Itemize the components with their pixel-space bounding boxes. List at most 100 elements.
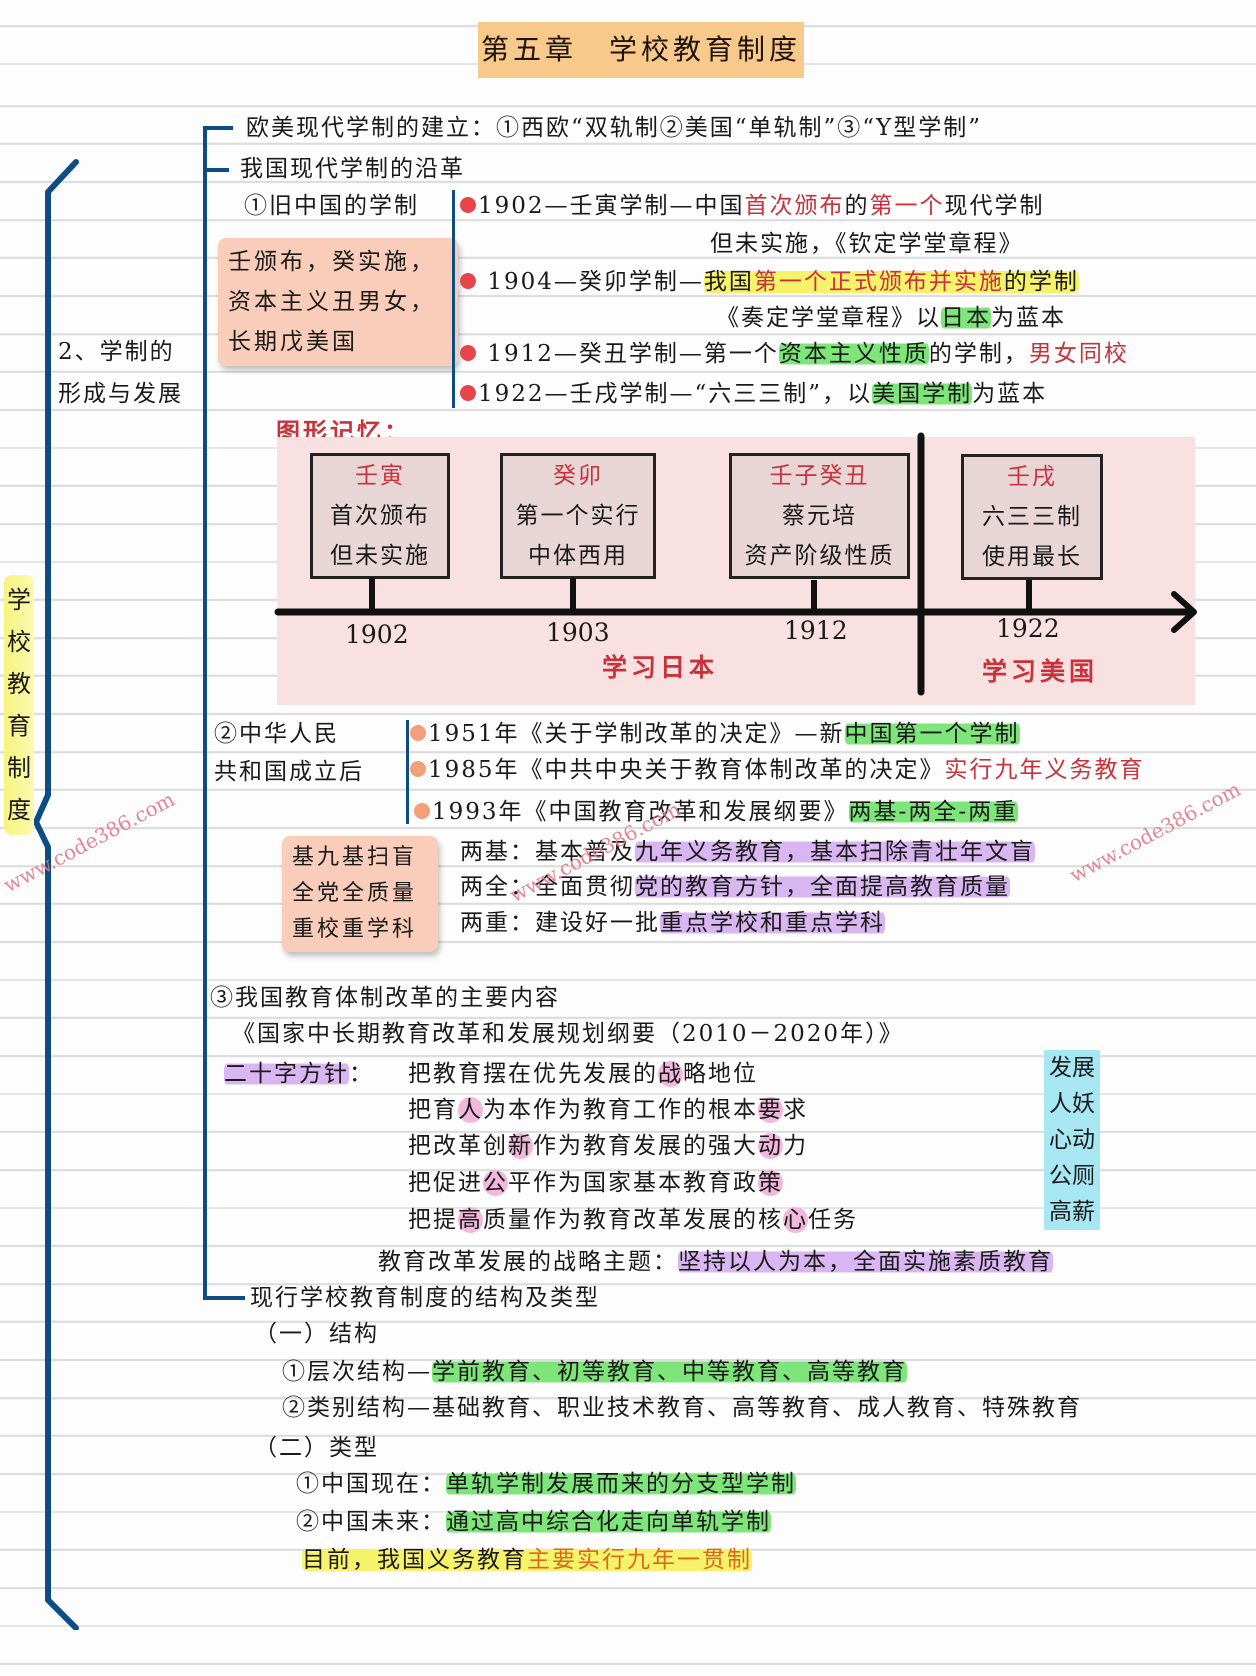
side-title: 学 校 教 育 制 度 bbox=[4, 575, 34, 835]
timeline-box-renyin: 壬寅 首次颁布 但未实施 bbox=[310, 453, 450, 579]
mnemonic-line: 重校重学科 bbox=[292, 917, 418, 942]
prc-detail-liangzhong: 两重：建设好一批重点学校和重点学科 bbox=[460, 907, 885, 939]
bullet-dot-icon bbox=[460, 273, 476, 289]
key-char: 高 bbox=[458, 1207, 483, 1233]
type-now: ①中国现在：单轨学制发展而来的分支型学制 bbox=[296, 1468, 796, 1500]
emphasis-text: 第一个 bbox=[869, 193, 945, 219]
structure-sub2: （二）类型 bbox=[254, 1435, 379, 1461]
text: ②中国未来： bbox=[296, 1509, 446, 1535]
timeline-box-guimao: 癸卯 第一个实行 中体西用 bbox=[500, 453, 656, 579]
prc-mnemonic-box: 基九基扫盲 全党全质量 重校重学科 bbox=[282, 836, 438, 952]
policy-line: 把教育摆在优先发展的战略地位 bbox=[408, 1058, 758, 1090]
prc-item-1985: 1985年《中共中央关于教育体制改革的决定》实行九年义务教育 bbox=[410, 754, 1145, 786]
year: 1904 bbox=[487, 269, 554, 295]
box-heading: 壬寅 bbox=[355, 463, 405, 489]
bullet-dot-icon bbox=[410, 761, 426, 777]
text: 为蓝本 bbox=[972, 381, 1048, 407]
policy-line: 把改革创新作为教育发展的强大动力 bbox=[408, 1130, 808, 1162]
bracket-tick bbox=[203, 1296, 245, 1300]
text: 1993年《中国教育改革和发展纲要》 bbox=[432, 799, 849, 825]
prc-label-line1: ②中华人民 bbox=[214, 721, 339, 747]
text: 我国 bbox=[703, 269, 754, 295]
level-structure: ①层次结构—学前教育、初等教育、中等教育、高等教育 bbox=[282, 1356, 907, 1388]
box-heading: 癸卯 bbox=[553, 463, 603, 489]
timeline-year: 1903 bbox=[546, 618, 610, 647]
mnemonic-line: 资本主义丑男女， bbox=[228, 289, 436, 315]
highlight: 中国第一个学制 bbox=[844, 721, 1020, 747]
western-systems: 欧美现代学制的建立：①西欧“双轨制②美国“单轨制”③“Y型学制” bbox=[246, 112, 982, 144]
text: 把改革创 bbox=[408, 1133, 508, 1159]
list-item-1904: 1904—癸卯学制—我国第一个正式颁布并实施的学制 bbox=[460, 266, 1079, 298]
text: 1985年《中共中央关于教育体制改革的决定》 bbox=[428, 757, 945, 783]
key-char: 人 bbox=[458, 1097, 483, 1123]
text: 建设好一批 bbox=[535, 910, 660, 936]
text: 目前，我国义务教育 bbox=[302, 1547, 527, 1573]
year: 1922 bbox=[478, 381, 545, 407]
prc-detail-liangji: 两基：基本普及九年义务教育，基本扫除青壮年文盲 bbox=[460, 836, 1035, 868]
text: 质量作为教育改革发展的核 bbox=[483, 1207, 783, 1233]
year: 1912 bbox=[487, 341, 554, 367]
text: 1951年《关于学制改革的决定》—新 bbox=[428, 721, 845, 747]
box-line: 使用最长 bbox=[982, 544, 1082, 570]
key-char: 策 bbox=[758, 1170, 783, 1196]
system-name: —癸丑学制—第一个 bbox=[553, 341, 779, 367]
key-char: 心 bbox=[783, 1207, 808, 1233]
text: 作为教育发展的强大 bbox=[533, 1133, 758, 1159]
side-title-char: 育 bbox=[7, 712, 31, 740]
detail-label: 两重： bbox=[460, 910, 535, 936]
list-item-1912: 1912—癸丑学制—第一个资本主义性质的学制，男女同校 bbox=[460, 338, 1129, 370]
section2-label-line2: 形成与发展 bbox=[58, 381, 183, 407]
list-item-1902: 1902—壬寅学制—中国首次颁布的第一个现代学制 bbox=[460, 190, 1045, 222]
text: 为本作为教育工作的根本 bbox=[483, 1097, 758, 1123]
list-item-1904-line2: 《奏定学堂章程》以日本为蓝本 bbox=[716, 302, 1066, 334]
highlight: 两基-两全-两重 bbox=[848, 799, 1019, 825]
highlight: 二十字方针 bbox=[224, 1061, 349, 1087]
text: 把育 bbox=[408, 1097, 458, 1123]
timeline-stem bbox=[811, 580, 817, 614]
text: 力 bbox=[783, 1133, 808, 1159]
year: 1902 bbox=[478, 193, 545, 219]
timeline-label-japan: 学习日本 bbox=[602, 653, 719, 682]
category-structure: ②类别结构—基础教育、职业技术教育、高等教育、成人教育、特殊教育 bbox=[282, 1395, 1082, 1421]
list-divider bbox=[406, 720, 409, 824]
western-items: ①西欧“双轨制②美国“单轨制”③“Y型学制” bbox=[496, 115, 982, 141]
bullet-dot-icon bbox=[460, 385, 476, 401]
text: 任务 bbox=[808, 1207, 858, 1233]
root-bracket-icon bbox=[33, 159, 79, 1630]
mnemonic-word: 人妖 bbox=[1049, 1091, 1095, 1117]
text: 略地位 bbox=[683, 1061, 758, 1087]
old-china-label: ①旧中国的学制 bbox=[244, 193, 419, 219]
emphasis-text: 男女同校 bbox=[1028, 341, 1129, 367]
prc-detail-liangquan: 两全：全面贯彻党的教育方针，全面提高教育质量 bbox=[460, 871, 1010, 903]
timeline-box-renzi-guichou: 壬子癸丑 蔡元培 资产阶级性质 bbox=[729, 453, 910, 579]
highlight: 我国第一个正式颁布并实施的学制 bbox=[703, 269, 1079, 295]
mnemonic-word: 发展 bbox=[1049, 1055, 1095, 1081]
side-title-char: 度 bbox=[7, 796, 31, 824]
text: 《奏定学堂章程》以 bbox=[716, 305, 941, 331]
highlight: 美国学制 bbox=[872, 381, 973, 407]
highlight: 目前，我国义务教育主要实行九年一贯制 bbox=[302, 1547, 752, 1573]
text: 的 bbox=[844, 193, 870, 219]
key-char: 要 bbox=[758, 1097, 783, 1123]
system-name: —壬戌学制—“六三三制”，以 bbox=[544, 381, 873, 407]
box-line: 首次颁布 bbox=[330, 503, 430, 529]
text: 的学制 bbox=[1003, 269, 1079, 295]
system-name: —壬寅学制—中国 bbox=[544, 193, 745, 219]
bracket-tick bbox=[203, 168, 229, 172]
box-line: 资产阶级性质 bbox=[744, 543, 895, 569]
emphasis-text: 首次颁布 bbox=[744, 193, 845, 219]
china-history-heading: 我国现代学制的沿革 bbox=[240, 156, 465, 182]
type-future: ②中国未来：通过高中综合化走向单轨学制 bbox=[296, 1506, 771, 1538]
bullet-dot-icon bbox=[460, 197, 476, 213]
text: 把促进 bbox=[408, 1170, 483, 1196]
text: 教育改革发展的战略主题： bbox=[378, 1249, 678, 1275]
page-title: 第五章 学校教育制度 bbox=[478, 22, 804, 78]
mnemonic-line: 长期戊美国 bbox=[228, 329, 358, 355]
highlight: 单轨学制发展而来的分支型学制 bbox=[446, 1471, 796, 1497]
structure-sub1: （一）结构 bbox=[254, 1321, 379, 1347]
text: 的学制， bbox=[928, 341, 1029, 367]
mnemonic-line: 基九基扫盲 bbox=[292, 845, 418, 870]
timeline-box-renxu: 壬戌 六三三制 使用最长 bbox=[961, 454, 1103, 580]
section-bracket-line bbox=[203, 126, 207, 1300]
timeline-stem bbox=[570, 578, 576, 612]
